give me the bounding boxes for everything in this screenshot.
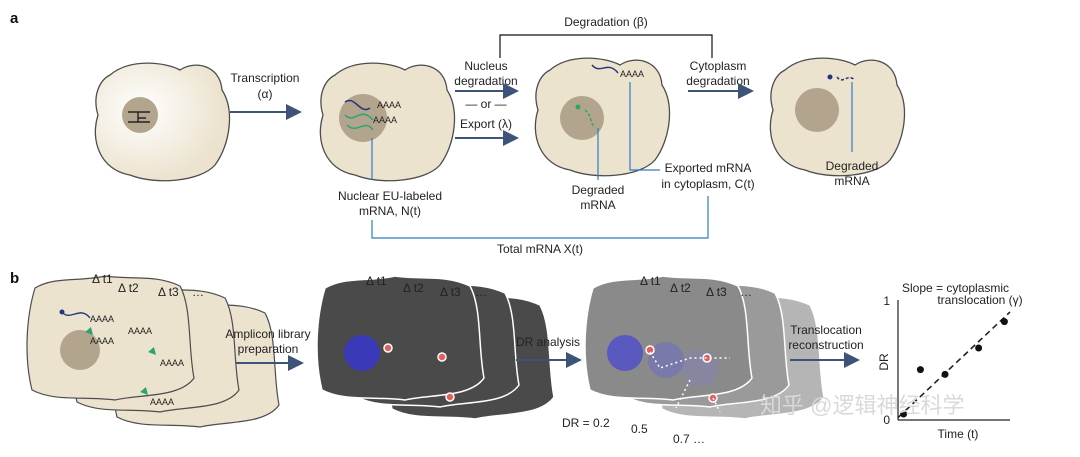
translocation-label: Translocation — [790, 323, 862, 337]
exported-mrna-label: Exported mRNA — [665, 161, 752, 175]
data-point — [900, 410, 908, 418]
watermark: 知乎 @逻辑神经科学 — [760, 393, 964, 418]
data-point — [975, 344, 983, 352]
dark-dt3-label: Δ t3 — [440, 285, 461, 299]
fit-line — [897, 311, 1011, 419]
y-axis-label: DR — [877, 353, 891, 371]
polya-tail: AAAA — [377, 100, 401, 110]
ellipsis-label: … — [192, 285, 204, 299]
dark-dt1-label: Δ t1 — [366, 274, 387, 288]
data-point — [941, 370, 949, 378]
nucleus-degradation-label-2: degradation — [454, 74, 517, 88]
total-mrna-label: Total mRNA X(t) — [497, 242, 583, 256]
nuclear-mrna-label-2: mRNA, N(t) — [359, 204, 421, 218]
dark-ellipsis-label: … — [475, 285, 487, 299]
degraded-mrna-right-2: mRNA — [834, 174, 869, 188]
total-mrna-bracket — [371, 196, 709, 239]
cell-1 — [94, 62, 231, 182]
panel-a-label: a — [10, 10, 19, 27]
dark-dt2-label: Δ t2 — [403, 281, 424, 295]
slope-label: Slope = cytoplasmic — [902, 281, 1009, 295]
nuclear-mrna-label: Nuclear EU-labeled — [338, 189, 442, 203]
cell-4 — [769, 57, 906, 177]
cytoplasm-degradation-label: Cytoplasm — [690, 59, 747, 73]
dr-analysis-label: DR analysis — [516, 335, 580, 349]
dark-cell-stack — [316, 275, 555, 420]
or-label: — or — — [465, 97, 506, 111]
dr-value-3: 0.7 … — [673, 432, 705, 446]
nucleus — [560, 96, 604, 140]
x-axis-label: Time (t) — [938, 427, 979, 441]
dr-time-chart: 1 0 DR Time (t) Slope = cytoplasmic tran… — [877, 281, 1023, 441]
gray-dt3-label: Δ t3 — [706, 285, 727, 299]
amplicon-label-2: preparation — [238, 342, 299, 356]
gray-dt1-label: Δ t1 — [640, 274, 661, 288]
degraded-mrna-mid: Degraded — [572, 183, 625, 197]
cell-2: AAAA AAAA — [319, 62, 456, 182]
data-point — [1000, 318, 1008, 326]
polya-tail: AAAA — [150, 397, 174, 407]
degradation-beta-label: Degradation (β) — [564, 15, 648, 29]
dr-value-1: DR = 0.2 — [562, 416, 610, 430]
dt1-label: Δ t1 — [92, 272, 113, 286]
dr-value-2: 0.5 — [631, 422, 648, 436]
transcription-alpha: (α) — [258, 87, 273, 101]
transcription-label: Transcription — [231, 71, 300, 85]
degradation-bracket — [499, 34, 713, 58]
panel-b-label: b — [10, 270, 19, 287]
nucleus — [339, 94, 387, 142]
export-label: Export (λ) — [460, 117, 512, 131]
gray-cell-stack — [584, 275, 825, 420]
translocation-label-2: reconstruction — [788, 338, 863, 352]
polya-tail: AAAA — [90, 336, 114, 346]
beige-cell-stack: AAAA AAAA AAAA AAAA AAAA — [26, 275, 280, 428]
cytoplasm-degradation-label-2: degradation — [686, 74, 749, 88]
dt2-label: Δ t2 — [118, 281, 139, 295]
polya-tail: AAAA — [90, 314, 114, 324]
polya-tail: AAAA — [620, 69, 644, 79]
dt3-label: Δ t3 — [158, 285, 179, 299]
gray-ellipsis-label: … — [740, 285, 752, 299]
cell-3: AAAA — [534, 57, 671, 177]
gene-icon — [128, 111, 150, 123]
degraded-mrna-right: Degraded — [826, 159, 879, 173]
y-tick-0: 0 — [883, 413, 890, 427]
nucleus — [795, 88, 839, 132]
slope-label-2: translocation (γ) — [937, 293, 1022, 307]
nucleus-degradation-label: Nucleus — [464, 59, 507, 73]
data-point — [916, 366, 924, 374]
polya-tail: AAAA — [373, 115, 397, 125]
exported-mrna-label-2: in cytoplasm, C(t) — [661, 177, 754, 191]
y-tick-1: 1 — [883, 294, 890, 308]
degraded-mrna-mid-2: mRNA — [580, 198, 615, 212]
polya-tail: AAAA — [160, 358, 184, 368]
amplicon-label: Amplicon library — [225, 327, 310, 341]
polya-tail: AAAA — [128, 326, 152, 336]
gray-dt2-label: Δ t2 — [670, 281, 691, 295]
nucleus — [122, 97, 158, 133]
